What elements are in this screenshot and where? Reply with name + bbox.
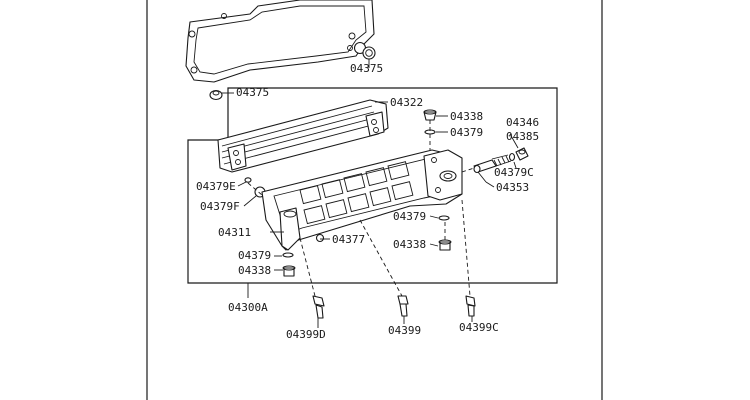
gasket-oring — [353, 41, 376, 60]
label-oring-top: 04379 — [450, 126, 483, 139]
assembly-axes — [247, 120, 475, 297]
label-relief-oring: 04379C — [494, 166, 534, 179]
label-cooler-element: 04322 — [390, 96, 423, 109]
label-stud: 04377 — [332, 233, 365, 246]
page-frame — [146, 0, 603, 400]
label-bolt: 04399 — [388, 324, 421, 337]
oring-e — [244, 177, 252, 183]
leader-lines — [222, 59, 519, 328]
label-plug-top: 04338 — [450, 110, 483, 123]
label-case: 04311 — [218, 226, 251, 239]
label-relief-spring: 04346 — [506, 116, 539, 129]
gasket-nut — [209, 89, 223, 101]
bolt-d — [312, 295, 325, 319]
cooler-case — [261, 149, 463, 251]
label-relief-valve: 04353 — [496, 181, 529, 194]
assembly-frame — [187, 87, 558, 284]
relief-valve — [473, 159, 497, 174]
label-relief-plug: 04385 — [506, 130, 539, 143]
oring-low — [282, 252, 294, 258]
relief-oring — [508, 152, 516, 162]
label-oring-f: 04379F — [200, 200, 240, 213]
cooler-gasket — [185, 0, 375, 83]
plug-low — [282, 265, 296, 277]
bolt-c — [465, 295, 476, 317]
part-labels: 04375 04375 04322 04338 04379 04346 0438… — [196, 62, 539, 341]
plug-top — [423, 109, 437, 121]
label-plug-mid: 04338 — [393, 238, 426, 251]
cooler-element — [217, 99, 389, 173]
label-oring-e: 04379E — [196, 180, 236, 193]
stud — [315, 233, 325, 243]
label-oring-low: 04379 — [238, 249, 271, 262]
relief-spring — [491, 154, 512, 167]
label-bolt-d: 04399D — [286, 328, 326, 341]
label-assembly: 04300A — [228, 301, 268, 314]
label-gasket-nut: 04375 — [236, 86, 269, 99]
label-gasket-oring: 04375 — [350, 62, 383, 75]
plug-mid — [438, 239, 452, 251]
label-plug-low: 04338 — [238, 264, 271, 277]
label-oring-mid: 04379 — [393, 210, 426, 223]
relief-plug — [515, 147, 529, 161]
label-bolt-c: 04399C — [459, 321, 499, 334]
oring-mid — [438, 215, 450, 221]
bolt — [397, 295, 409, 317]
